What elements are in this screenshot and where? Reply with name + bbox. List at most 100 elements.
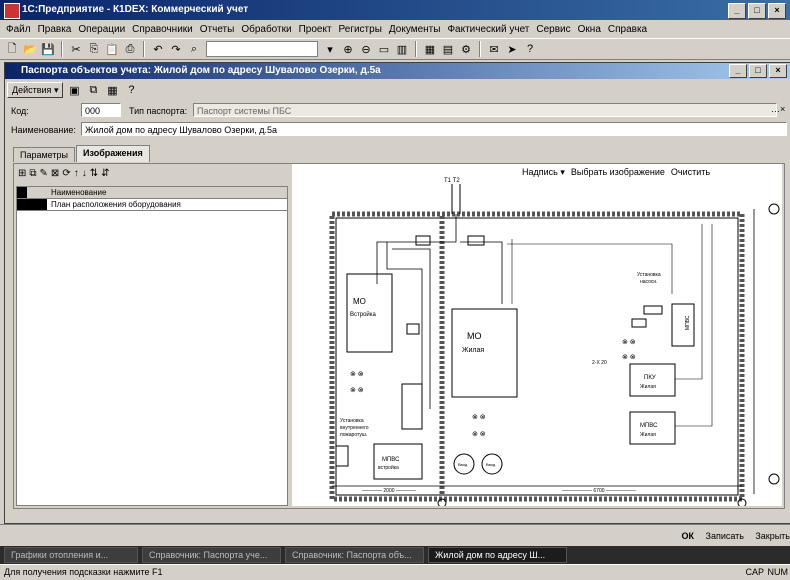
task-heating-schedules[interactable]: Графики отопления и... — [4, 547, 138, 563]
structure-icon[interactable]: ▦ — [107, 84, 118, 97]
svg-text:насосн.: насосн. — [640, 279, 658, 285]
tab-images[interactable]: Изображения — [75, 145, 150, 162]
select-image-link[interactable]: Выбрать изображение — [570, 167, 665, 177]
inner-minimize-button[interactable]: _ — [729, 64, 747, 78]
copy-icon[interactable]: ⎘ — [89, 42, 99, 55]
status-num: NUM — [767, 567, 789, 577]
code-label: Код: — [11, 106, 29, 116]
menu-registers[interactable]: Регистры — [338, 23, 382, 35]
inner-close-button[interactable]: × — [769, 64, 787, 78]
arrow-icon[interactable]: ➤ — [507, 43, 517, 56]
image-viewer[interactable]: Надпись ▾ Выбрать изображение Очистить — [292, 164, 782, 506]
clear-image-link[interactable]: Очистить — [670, 167, 711, 177]
menu-help[interactable]: Справка — [607, 23, 648, 35]
name-field[interactable]: Жилой дом по адресу Шувалово Озерки, д.5… — [81, 122, 787, 136]
help-icon[interactable]: ? — [526, 43, 534, 55]
cut-icon[interactable]: ✂ — [71, 43, 81, 56]
inner-maximize-button[interactable]: □ — [749, 64, 767, 78]
calendar-icon[interactable]: ▤ — [442, 43, 454, 56]
form-footer: ОК Записать Закрыть — [0, 524, 790, 547]
chart-icon[interactable]: ▥ — [396, 43, 408, 56]
menu-documents[interactable]: Документы — [388, 23, 441, 35]
menu-windows[interactable]: Окна — [577, 23, 601, 35]
redo-icon[interactable]: ↷ — [171, 43, 181, 56]
move-up-icon[interactable]: ↑ — [73, 168, 79, 179]
menu-reports[interactable]: Отчеты — [199, 23, 235, 35]
copy-image-icon[interactable]: ⧉ — [29, 168, 37, 179]
task-passport-catalog[interactable]: Справочник: Паспорта уче... — [142, 547, 281, 563]
undo-icon[interactable]: ↶ — [153, 43, 163, 56]
floor-plan-drawing: Т1 Т2 МО Встройка МО Жилая — [329, 178, 780, 506]
svg-text:МПВС: МПВС — [382, 457, 400, 463]
copy-record-icon[interactable]: ⧉ — [89, 83, 98, 96]
svg-text:Встройка: Встройка — [350, 311, 377, 318]
new-document-icon[interactable]: 🗋 — [7, 42, 17, 55]
minimize-button[interactable]: _ — [728, 3, 746, 19]
menu-project[interactable]: Проект — [298, 23, 332, 35]
menu-actual-accounting[interactable]: Фактический учет — [447, 23, 530, 35]
paste-icon[interactable]: 📋 — [105, 43, 119, 56]
maximize-button[interactable]: □ — [748, 3, 766, 19]
close-button[interactable]: × — [768, 3, 786, 19]
print-icon[interactable]: ⎙ — [125, 42, 135, 55]
save-button[interactable]: Записать — [705, 531, 744, 541]
window-icon[interactable]: ▭ — [378, 43, 390, 56]
menu-service[interactable]: Сервис — [536, 23, 571, 35]
search-combo[interactable] — [206, 41, 318, 57]
menu-catalogs[interactable]: Справочники — [132, 23, 193, 35]
svg-text:⊗ ⊗: ⊗ ⊗ — [622, 354, 636, 361]
actions-button[interactable]: Действия ▾ — [7, 82, 64, 98]
search-go-icon[interactable]: ▾ — [327, 43, 333, 56]
svg-text:встройка: встройка — [378, 464, 399, 471]
mail-icon[interactable]: ✉ — [489, 43, 499, 56]
tab-strip: Параметры Изображения — [13, 145, 151, 164]
svg-text:МПВС: МПВС — [640, 423, 658, 429]
sort-asc-icon[interactable]: ⇅ — [89, 168, 99, 179]
equipment-pku-zhilaya — [629, 363, 676, 397]
status-bar: Для получения подсказки нажмите F1 CAP N… — [0, 564, 790, 580]
passport-type-select-icon[interactable]: …× — [771, 104, 786, 114]
images-list: Наименование План расположения оборудова… — [16, 186, 288, 506]
name-label: Наименование: — [11, 125, 76, 135]
open-icon[interactable]: 📂 — [23, 43, 37, 56]
zoom-out-icon[interactable]: ⊖ — [361, 43, 371, 56]
close-form-button[interactable]: Закрыть — [755, 531, 790, 541]
refresh-icon[interactable]: ⟳ — [62, 168, 71, 179]
save-icon[interactable]: 💾 — [41, 43, 55, 56]
list-item[interactable]: План расположения оборудования — [17, 199, 287, 211]
passport-type-label: Тип паспорта: — [129, 106, 188, 116]
move-down-icon[interactable]: ↓ — [81, 168, 87, 179]
passport-type-field[interactable]: Паспорт системы ПБС — [193, 103, 777, 117]
svg-text:Ввод: Ввод — [458, 462, 468, 467]
menu-file[interactable]: Файл — [6, 23, 31, 35]
tab-parameters[interactable]: Параметры — [13, 147, 75, 162]
sort-desc-icon[interactable]: ⇵ — [101, 168, 110, 179]
calculator-icon[interactable]: ▦ — [424, 43, 436, 56]
save-record-icon[interactable]: ▣ — [69, 84, 80, 97]
caption-menu[interactable]: Надпись ▾ — [522, 167, 565, 177]
delete-image-icon[interactable]: ⊠ — [50, 168, 60, 179]
list-item-label: План расположения оборудования — [51, 200, 181, 209]
settings-icon[interactable]: ⚙ — [461, 43, 471, 56]
menu-operations[interactable]: Операции — [78, 23, 126, 35]
passport-window-title-bar: Паспорта объектов учета: Жилой дом по ад… — [5, 63, 790, 79]
ok-button[interactable]: ОК — [681, 531, 695, 541]
app-icon — [4, 3, 20, 19]
passport-window: Паспорта объектов учета: Жилой дом по ад… — [4, 62, 790, 524]
find-icon[interactable]: ⌕ — [190, 42, 198, 55]
list-header: Наименование — [17, 187, 287, 199]
zoom-in-icon[interactable]: ⊕ — [343, 43, 353, 56]
help-icon[interactable]: ? — [128, 84, 135, 96]
svg-text:⊗ ⊗: ⊗ ⊗ — [350, 387, 364, 394]
svg-text:Установка: Установка — [637, 272, 661, 278]
equipment-mo-zhilaya — [451, 308, 518, 398]
images-panel: ⊞ ⧉ ✎ ⊠ ⟳ ↑ ↓ ⇅ ⇵ Наименование План расп… — [13, 163, 785, 509]
menu-processing[interactable]: Обработки — [241, 23, 292, 35]
code-field[interactable]: 000 — [81, 103, 121, 117]
task-passport-objects[interactable]: Справочник: Паспорта объ... — [285, 547, 424, 563]
svg-text:Жилая: Жилая — [640, 384, 656, 390]
menu-edit[interactable]: Правка — [37, 23, 72, 35]
add-image-icon[interactable]: ⊞ — [18, 168, 27, 179]
edit-image-icon[interactable]: ✎ — [39, 168, 48, 179]
task-current-house[interactable]: Жилой дом по адресу Ш... — [428, 547, 567, 563]
